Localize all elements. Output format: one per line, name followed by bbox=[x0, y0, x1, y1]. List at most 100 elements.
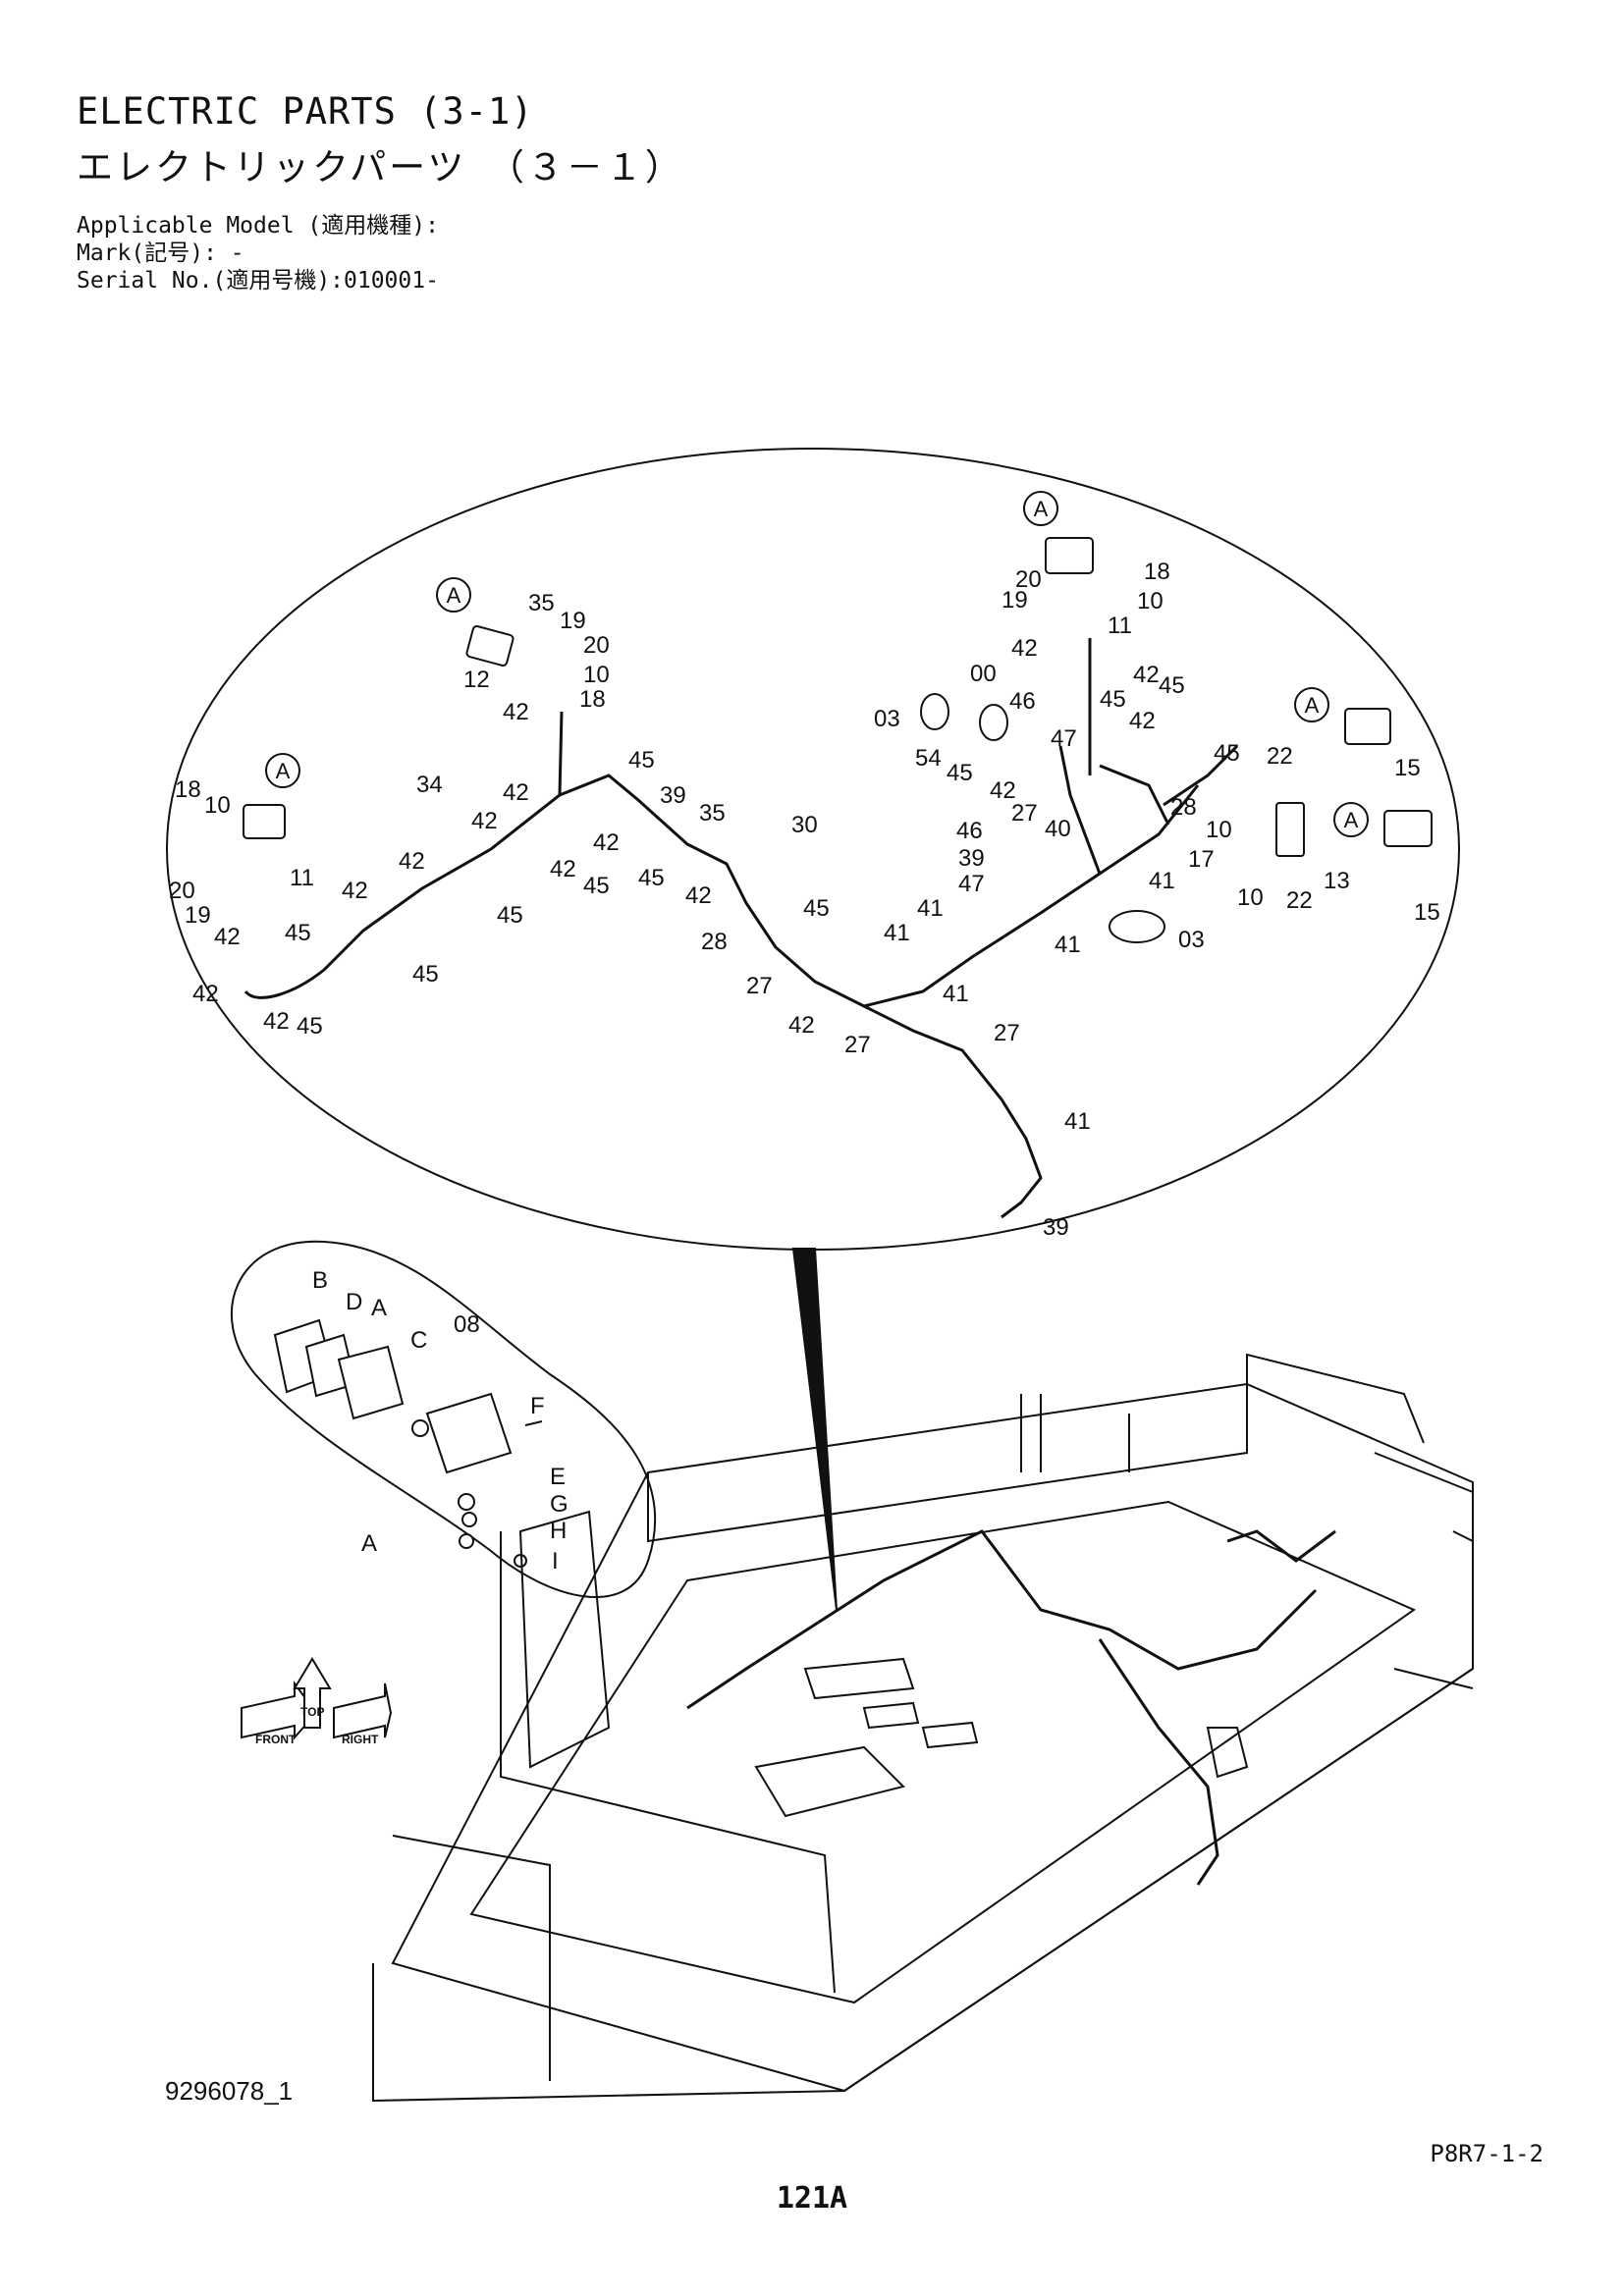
callout-circle-a-5 bbox=[1333, 802, 1369, 837]
callout-41f: 41 bbox=[1064, 1108, 1091, 1135]
work-lamp-right-1 bbox=[1344, 708, 1391, 745]
callout-11a: 11 bbox=[290, 865, 314, 891]
callout-10d: 10 bbox=[1206, 817, 1232, 843]
title-japanese: エレクトリックパーツ （３－１） bbox=[77, 146, 684, 188]
callout-20b: 20 bbox=[583, 632, 610, 659]
callout-30: 30 bbox=[791, 812, 818, 838]
callout-45g: 45 bbox=[638, 865, 665, 891]
callout-19c: 19 bbox=[1001, 587, 1028, 614]
callout-28a: 28 bbox=[701, 929, 728, 955]
callout-45c: 45 bbox=[412, 961, 439, 988]
page-number: 121A bbox=[776, 2181, 848, 2216]
callout-42e: 42 bbox=[399, 848, 425, 875]
callout-a-1: A bbox=[276, 759, 291, 783]
title-english: ELECTRIC PARTS (3-1) bbox=[77, 90, 534, 133]
washer-e bbox=[458, 1493, 475, 1511]
callout-42a: 42 bbox=[214, 924, 241, 950]
detail-label-b: B bbox=[312, 1267, 328, 1294]
work-lamp-left bbox=[243, 804, 286, 839]
callout-46b: 46 bbox=[956, 818, 983, 844]
nut-h bbox=[459, 1533, 474, 1549]
terminal-i bbox=[514, 1554, 527, 1568]
callout-42j: 42 bbox=[593, 829, 620, 856]
callout-13: 13 bbox=[1324, 868, 1350, 894]
callout-42n: 42 bbox=[990, 777, 1016, 804]
callout-35b: 35 bbox=[699, 800, 726, 827]
detail-label-g: G bbox=[550, 1491, 568, 1518]
callout-45d: 45 bbox=[497, 902, 523, 929]
orientation-indicator bbox=[241, 1657, 393, 1740]
callout-41c: 41 bbox=[943, 981, 969, 1007]
callout-28b: 28 bbox=[1170, 794, 1197, 821]
horn-right bbox=[979, 704, 1008, 741]
callout-42h: 42 bbox=[503, 779, 529, 806]
callout-45l: 45 bbox=[1214, 740, 1240, 767]
callout-circle-a-2 bbox=[436, 577, 471, 613]
callout-42o: 42 bbox=[1129, 708, 1156, 734]
callout-22a: 22 bbox=[1267, 743, 1293, 770]
callout-41e: 41 bbox=[1149, 868, 1175, 894]
wire-harness bbox=[244, 638, 1239, 1219]
relay-box bbox=[1275, 802, 1305, 857]
callout-12: 12 bbox=[463, 667, 490, 693]
callout-45k: 45 bbox=[1159, 672, 1185, 699]
lamp-bulb-c bbox=[411, 1419, 429, 1437]
callout-a-2: A bbox=[447, 583, 461, 608]
callout-03b: 03 bbox=[1178, 927, 1205, 953]
detail-label-e: E bbox=[550, 1464, 566, 1490]
callout-42c: 42 bbox=[263, 1008, 290, 1035]
detail-label-h: H bbox=[550, 1518, 567, 1544]
callout-circle-a-3 bbox=[1023, 491, 1058, 526]
callout-18a: 18 bbox=[175, 776, 201, 803]
callout-41d: 41 bbox=[1055, 932, 1081, 958]
callout-47b: 47 bbox=[958, 871, 985, 897]
callout-42p: 42 bbox=[1133, 662, 1160, 688]
callout-34: 34 bbox=[416, 772, 443, 798]
work-lamp-center bbox=[465, 625, 514, 667]
mark-label: Mark(記号): - bbox=[77, 240, 244, 266]
callout-circle-a-4 bbox=[1294, 687, 1329, 722]
callout-10e: 10 bbox=[1237, 884, 1264, 911]
detail-label-f: F bbox=[530, 1393, 545, 1419]
rear-lamp bbox=[1109, 910, 1165, 943]
callout-42f: 42 bbox=[471, 808, 498, 834]
machine-platform bbox=[372, 1353, 1474, 2103]
callout-19a: 19 bbox=[185, 902, 211, 929]
callout-45j: 45 bbox=[1100, 686, 1126, 713]
callout-45a: 45 bbox=[285, 920, 311, 946]
callout-27d: 27 bbox=[1011, 800, 1038, 827]
callout-18c: 18 bbox=[1144, 559, 1170, 585]
callout-15b: 15 bbox=[1414, 899, 1440, 926]
reference-code: P8R7-1-2 bbox=[1430, 2140, 1543, 2167]
callout-22b: 22 bbox=[1286, 887, 1313, 914]
bolt-f bbox=[524, 1420, 543, 1426]
applicable-model: Applicable Model (適用機種): bbox=[77, 213, 439, 239]
callout-42m: 42 bbox=[1011, 635, 1038, 662]
callout-42g: 42 bbox=[503, 699, 529, 725]
callout-40: 40 bbox=[1045, 816, 1071, 842]
callout-41a: 41 bbox=[884, 920, 910, 946]
detail-pointer bbox=[791, 1248, 838, 1611]
lamp-lens-a bbox=[337, 1345, 405, 1420]
arrow-front: FRONT bbox=[255, 1733, 297, 1746]
callout-45h: 45 bbox=[803, 895, 830, 922]
detail-label-i: I bbox=[552, 1548, 559, 1575]
callout-27a: 27 bbox=[746, 973, 773, 999]
callout-27b: 27 bbox=[844, 1032, 871, 1058]
callout-10b: 10 bbox=[583, 662, 610, 688]
callout-19b: 19 bbox=[560, 608, 586, 634]
work-lamp-right-2 bbox=[1383, 810, 1433, 847]
callout-27c: 27 bbox=[994, 1020, 1020, 1046]
callout-46a: 46 bbox=[1009, 688, 1036, 715]
callout-18b: 18 bbox=[579, 686, 606, 713]
callout-a-4: A bbox=[1305, 693, 1320, 718]
work-lamp-top-right bbox=[1045, 537, 1094, 574]
detail-label-c: C bbox=[410, 1327, 427, 1354]
callout-47a: 47 bbox=[1051, 725, 1077, 752]
lamp-body-08 bbox=[425, 1392, 513, 1474]
callout-17: 17 bbox=[1188, 846, 1215, 873]
serial-number: Serial No.(適用号機):010001- bbox=[77, 268, 439, 294]
arrow-top: TOP bbox=[300, 1705, 324, 1719]
washer-g bbox=[461, 1512, 477, 1527]
